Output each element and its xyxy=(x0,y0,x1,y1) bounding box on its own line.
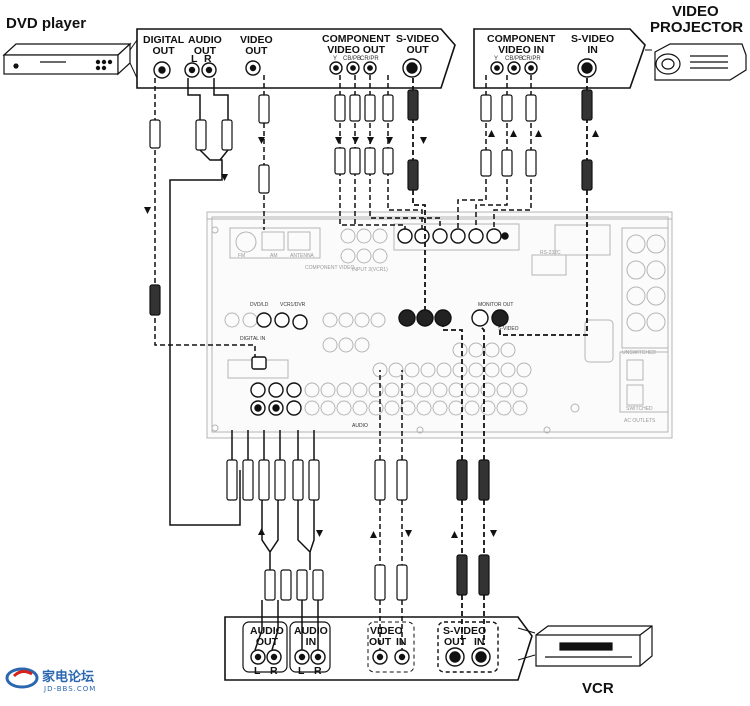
receiver-ac-outlets-label: AC OUTLETS xyxy=(624,418,656,424)
cable-plugs xyxy=(149,89,593,601)
vcr-video-out-label: OUT xyxy=(369,636,392,648)
vcr-audio-out-r: R xyxy=(270,665,278,677)
vcr-video-in-label: IN xyxy=(396,636,407,648)
receiver-switched-label: SWITCHED xyxy=(626,406,653,412)
receiver-unswitched-label: UNSWITCHED xyxy=(622,350,656,356)
dvd-rear-panel xyxy=(129,28,456,89)
projector-label-line2: PROJECTOR xyxy=(650,19,744,36)
projector-comp-y: Y xyxy=(494,56,499,62)
dvd-audio-l: L xyxy=(191,53,198,65)
vcr-audio-in-l: L xyxy=(298,665,305,677)
projector-comp-cr: CR/PR xyxy=(522,56,541,62)
vcr-icon xyxy=(535,625,653,667)
dvd-audio-r: R xyxy=(204,53,212,65)
receiver-am-label: AM xyxy=(270,253,278,259)
receiver-input3-label: INPUT 3(VCR1) xyxy=(352,267,388,273)
dvd-comp-cb: CB/PB xyxy=(343,56,362,62)
projector-label-line1: VIDEO xyxy=(672,3,719,20)
vcr-svideo-out-label: OUT xyxy=(444,636,467,648)
vcr-svideo-in-label: IN xyxy=(474,636,485,648)
dvd-connectors xyxy=(153,58,422,79)
receiver-fm-label: FM xyxy=(238,253,246,259)
dvd-comp-cr: CR/PR xyxy=(360,56,379,62)
receiver-dvd-ld-label: DVD/LD xyxy=(250,302,269,308)
receiver-vcr1-dvr-label: VCR1/DVR xyxy=(280,302,306,308)
vcr-svideo-label: S-VIDEO xyxy=(443,625,487,637)
dvd-player-icon xyxy=(2,42,132,76)
receiver-component-video-label: COMPONENT VIDEO xyxy=(305,265,355,271)
projector-connectors xyxy=(490,58,597,78)
receiver-antenna-label: ANTENNA xyxy=(290,253,314,259)
receiver-rs232c-label: RS-232C xyxy=(540,250,561,256)
vcr-label: VCR xyxy=(582,680,614,697)
receiver-digital-in-label: DIGITAL IN xyxy=(240,336,266,342)
watermark-url: JD-BBS.COM xyxy=(44,685,97,693)
receiver-top-jacks xyxy=(340,228,388,264)
dvd-comp-y: Y xyxy=(333,56,338,62)
watermark-brand: 家电论坛 xyxy=(42,670,95,685)
receiver-s-video-label: S-VIDEO xyxy=(498,326,519,332)
vcr-video-label: VIDEO xyxy=(370,625,403,637)
dvd-player-label: DVD player xyxy=(6,15,87,32)
receiver-audio-label: AUDIO xyxy=(352,423,368,429)
vcr-audio-out-l: L xyxy=(254,665,261,677)
signal-arrows xyxy=(144,130,599,538)
receiver-middle-jacks xyxy=(224,312,532,378)
receiver-monitor-out-label: MONITOR OUT xyxy=(478,302,514,308)
watermark-logo-icon xyxy=(5,667,39,689)
receiver-used-jacks xyxy=(250,228,509,416)
video-projector-icon xyxy=(654,43,747,81)
vcr-audio-in-r: R xyxy=(314,665,322,677)
vcr-connectors xyxy=(250,647,491,667)
projector-comp-cb: CB/PB xyxy=(505,56,524,62)
receiver-bottom-jacks xyxy=(304,382,528,416)
